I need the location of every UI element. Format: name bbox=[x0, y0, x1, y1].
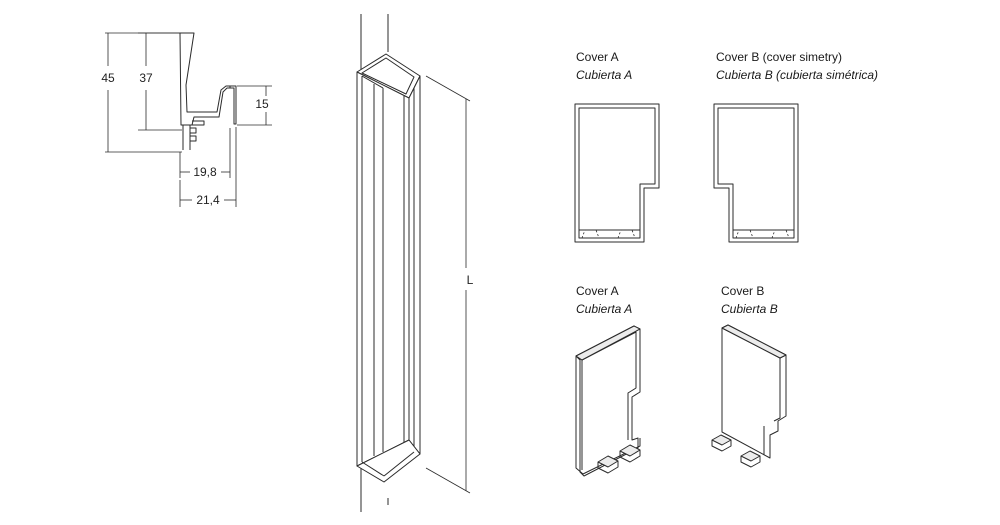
cover-b-front: Cover B (cover simetry) Cubierta B (cubi… bbox=[713, 50, 878, 243]
cover-a-iso: Cover A Cubierta A bbox=[575, 284, 641, 477]
cover-b-tab-1 bbox=[735, 229, 754, 239]
corner-profile: L bbox=[356, 14, 474, 512]
profile-section: 45 37 15 19,8 21,4 bbox=[101, 32, 272, 207]
dim-height-lip: 15 bbox=[255, 97, 269, 111]
cover-b-outline bbox=[713, 103, 799, 243]
cover-b-iso-subtitle: Cubierta B bbox=[721, 302, 778, 316]
cover-a-outline bbox=[574, 103, 660, 243]
cover-b-iso-tab-2 bbox=[740, 450, 761, 462]
profile-connector bbox=[182, 120, 205, 150]
cover-b-title: Cover B (cover simetry) bbox=[716, 50, 842, 64]
dim-width-total: 21,4 bbox=[196, 193, 220, 207]
cover-a-title: Cover A bbox=[576, 50, 619, 64]
cover-b-subtitle: Cubierta B (cubierta simétrica) bbox=[716, 68, 878, 82]
cover-a-subtitle: Cubierta A bbox=[576, 68, 632, 82]
cover-a-tab-2 bbox=[617, 229, 636, 239]
cover-b-tab-2 bbox=[771, 229, 790, 239]
cover-b-iso-tab-1 bbox=[711, 434, 732, 446]
dim-height-inner: 37 bbox=[139, 71, 153, 85]
cover-a-tab-1 bbox=[581, 229, 600, 239]
dim-width-inner: 19,8 bbox=[193, 165, 217, 179]
profile-lip bbox=[230, 85, 237, 125]
cover-a-front: Cover A Cubierta A bbox=[574, 50, 660, 243]
profile-outline bbox=[179, 32, 231, 126]
cover-b-iso: Cover B Cubierta B bbox=[711, 284, 787, 468]
dim-length: L bbox=[467, 273, 474, 287]
dim-height-total: 45 bbox=[101, 71, 115, 85]
profile-bottom-end bbox=[356, 439, 421, 483]
cover-a-iso-subtitle: Cubierta A bbox=[576, 302, 632, 316]
cover-a-iso-title: Cover A bbox=[576, 284, 619, 298]
cover-b-iso-title: Cover B bbox=[721, 284, 764, 298]
